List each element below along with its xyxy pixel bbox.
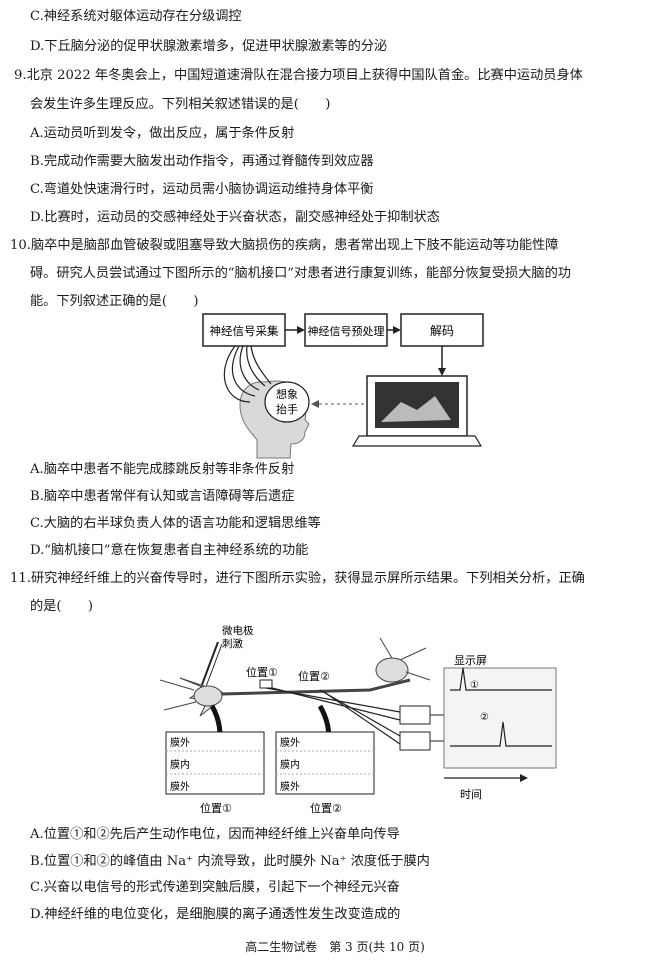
inner-label-1: 膜内 bbox=[170, 758, 190, 771]
inner-label-2: 膜内 bbox=[280, 758, 300, 771]
decode-label: 解码 bbox=[430, 324, 454, 338]
screen-label: 显示屏 bbox=[454, 654, 487, 667]
option-d-prev: D.下丘脑分泌的促甲状腺激素增多，促进甲状腺激素等的分泌 bbox=[30, 39, 388, 54]
outer-label-1: 膜外 bbox=[170, 737, 190, 749]
stim-label-1: 微电极 bbox=[222, 624, 254, 637]
q9-option-c: C.弯道处快速滑行时，运动员需小脑协调运动维持身体平衡 bbox=[30, 182, 374, 197]
q9-line2: 会发生许多生理反应。下列相关叙述错误的是( ) bbox=[30, 97, 331, 112]
signal-collect-box bbox=[202, 313, 286, 347]
thought-line1: 想象 bbox=[276, 387, 298, 401]
outer-label-2b: 膜外 bbox=[280, 781, 300, 793]
q10-option-c: C.大脑的右半球负责人体的语言功能和逻辑思维等 bbox=[30, 516, 321, 531]
q11-option-b: B.位置①和②的峰值由 Na⁺ 内流导致，此时膜外 Na⁺ 浓度低于膜内 bbox=[30, 854, 430, 869]
trace-1-label: ① bbox=[470, 680, 479, 691]
neuron-right-icon bbox=[375, 657, 409, 683]
q10-line2: 碍。研究人员尝试通过下图所示的“脑机接口”对患者进行康复训练，能部分恢复受损大脑… bbox=[30, 266, 571, 281]
thought-cloud-icon bbox=[264, 381, 310, 423]
q9-line1: 9.北京 2022 年冬奥会上，中国短道速滑队在混合接力项目上获得中国队首金。比… bbox=[14, 68, 583, 83]
q9-option-b: B.完成动作需要大脑发出动作指令，再通过脊髓传到效应器 bbox=[30, 154, 374, 169]
q10-line3: 能。下列叙述正确的是( ) bbox=[30, 294, 199, 309]
electrode-icon bbox=[199, 641, 219, 691]
pos2-label: 位置② bbox=[298, 669, 330, 683]
q11-option-a: A.位置①和②先后产生动作电位，因而神经纤维上兴奋单向传导 bbox=[30, 827, 400, 842]
time-label: 时间 bbox=[460, 788, 482, 801]
option-c-prev: C.神经系统对躯体运动存在分级调控 bbox=[30, 9, 242, 24]
q9-option-d: D.比赛时，运动员的交感神经处于兴奋状态，副交感神经处于抑制状态 bbox=[30, 210, 440, 225]
q10-option-a: A.脑卒中患者不能完成膝跳反射等非条件反射 bbox=[30, 462, 295, 477]
stim-label-2: 刺激 bbox=[222, 637, 243, 650]
brain-computer-interface-figure: 神经信号采集 神经信号预处理 解码 想象 抬手 bbox=[202, 313, 484, 459]
membrane-diagram-2 bbox=[275, 731, 375, 795]
q11-option-d: D.神经纤维的电位变化，是细胞膜的离子通透性发生改变造成的 bbox=[30, 907, 401, 922]
signal-preprocess-label: 神经信号预处理 bbox=[308, 324, 385, 338]
arrow-icon bbox=[393, 326, 401, 334]
signal-preprocess-box bbox=[304, 313, 388, 347]
arrow-icon bbox=[297, 326, 305, 334]
arrow-icon bbox=[520, 774, 528, 782]
caption-pos1: 位置① bbox=[200, 801, 232, 815]
q11-option-c: C.兴奋以电信号的形式传递到突触后膜，引起下一个神经元兴奋 bbox=[30, 880, 400, 895]
q10-option-d: D.“脑机接口”意在恢复患者自主神经系统的功能 bbox=[30, 543, 309, 558]
thought-line2: 抬手 bbox=[276, 402, 298, 416]
decode-box bbox=[400, 313, 484, 347]
trace-1 bbox=[450, 667, 552, 691]
nerve-conduction-figure: 微电极 刺激 位置① 位置② 显示屏 ① ② 时间 膜外 膜内 膜外 膜外 膜内… bbox=[160, 624, 557, 815]
recorder-1-box bbox=[399, 705, 431, 725]
outer-label-2: 膜外 bbox=[280, 737, 300, 749]
arrow-icon bbox=[438, 368, 446, 376]
outer-label-1b: 膜外 bbox=[170, 781, 190, 793]
signal-collect-label: 神经信号采集 bbox=[210, 324, 279, 338]
q9-option-a: A.运动员听到发令，做出反应，属于条件反射 bbox=[30, 126, 295, 141]
q11-line2: 的是( ) bbox=[30, 599, 94, 614]
recorder-2-box bbox=[399, 731, 431, 751]
page-footer: 高二生物试卷 第 3 页(共 10 页) bbox=[245, 940, 425, 954]
q10-line1: 10.脑卒中是脑部血管破裂或阻塞导致大脑损伤的疾病，患者常出现上下肢不能运动等功… bbox=[10, 238, 559, 253]
q10-option-b: B.脑卒中患者常伴有认知或言语障碍等后遗症 bbox=[30, 489, 295, 504]
caption-pos2: 位置② bbox=[310, 801, 342, 815]
q11-line1: 11.研究神经纤维上的兴奋传导时，进行下图所示实验，获得显示屏所示结果。下列相关… bbox=[10, 571, 585, 586]
electrode-pos1-icon bbox=[259, 679, 273, 689]
trace-2-label: ② bbox=[480, 712, 489, 723]
pos1-label: 位置① bbox=[246, 665, 278, 679]
display-screen bbox=[443, 667, 557, 769]
trace-2 bbox=[450, 721, 552, 747]
membrane-diagram-1 bbox=[165, 731, 265, 795]
arrow-icon bbox=[311, 400, 319, 408]
